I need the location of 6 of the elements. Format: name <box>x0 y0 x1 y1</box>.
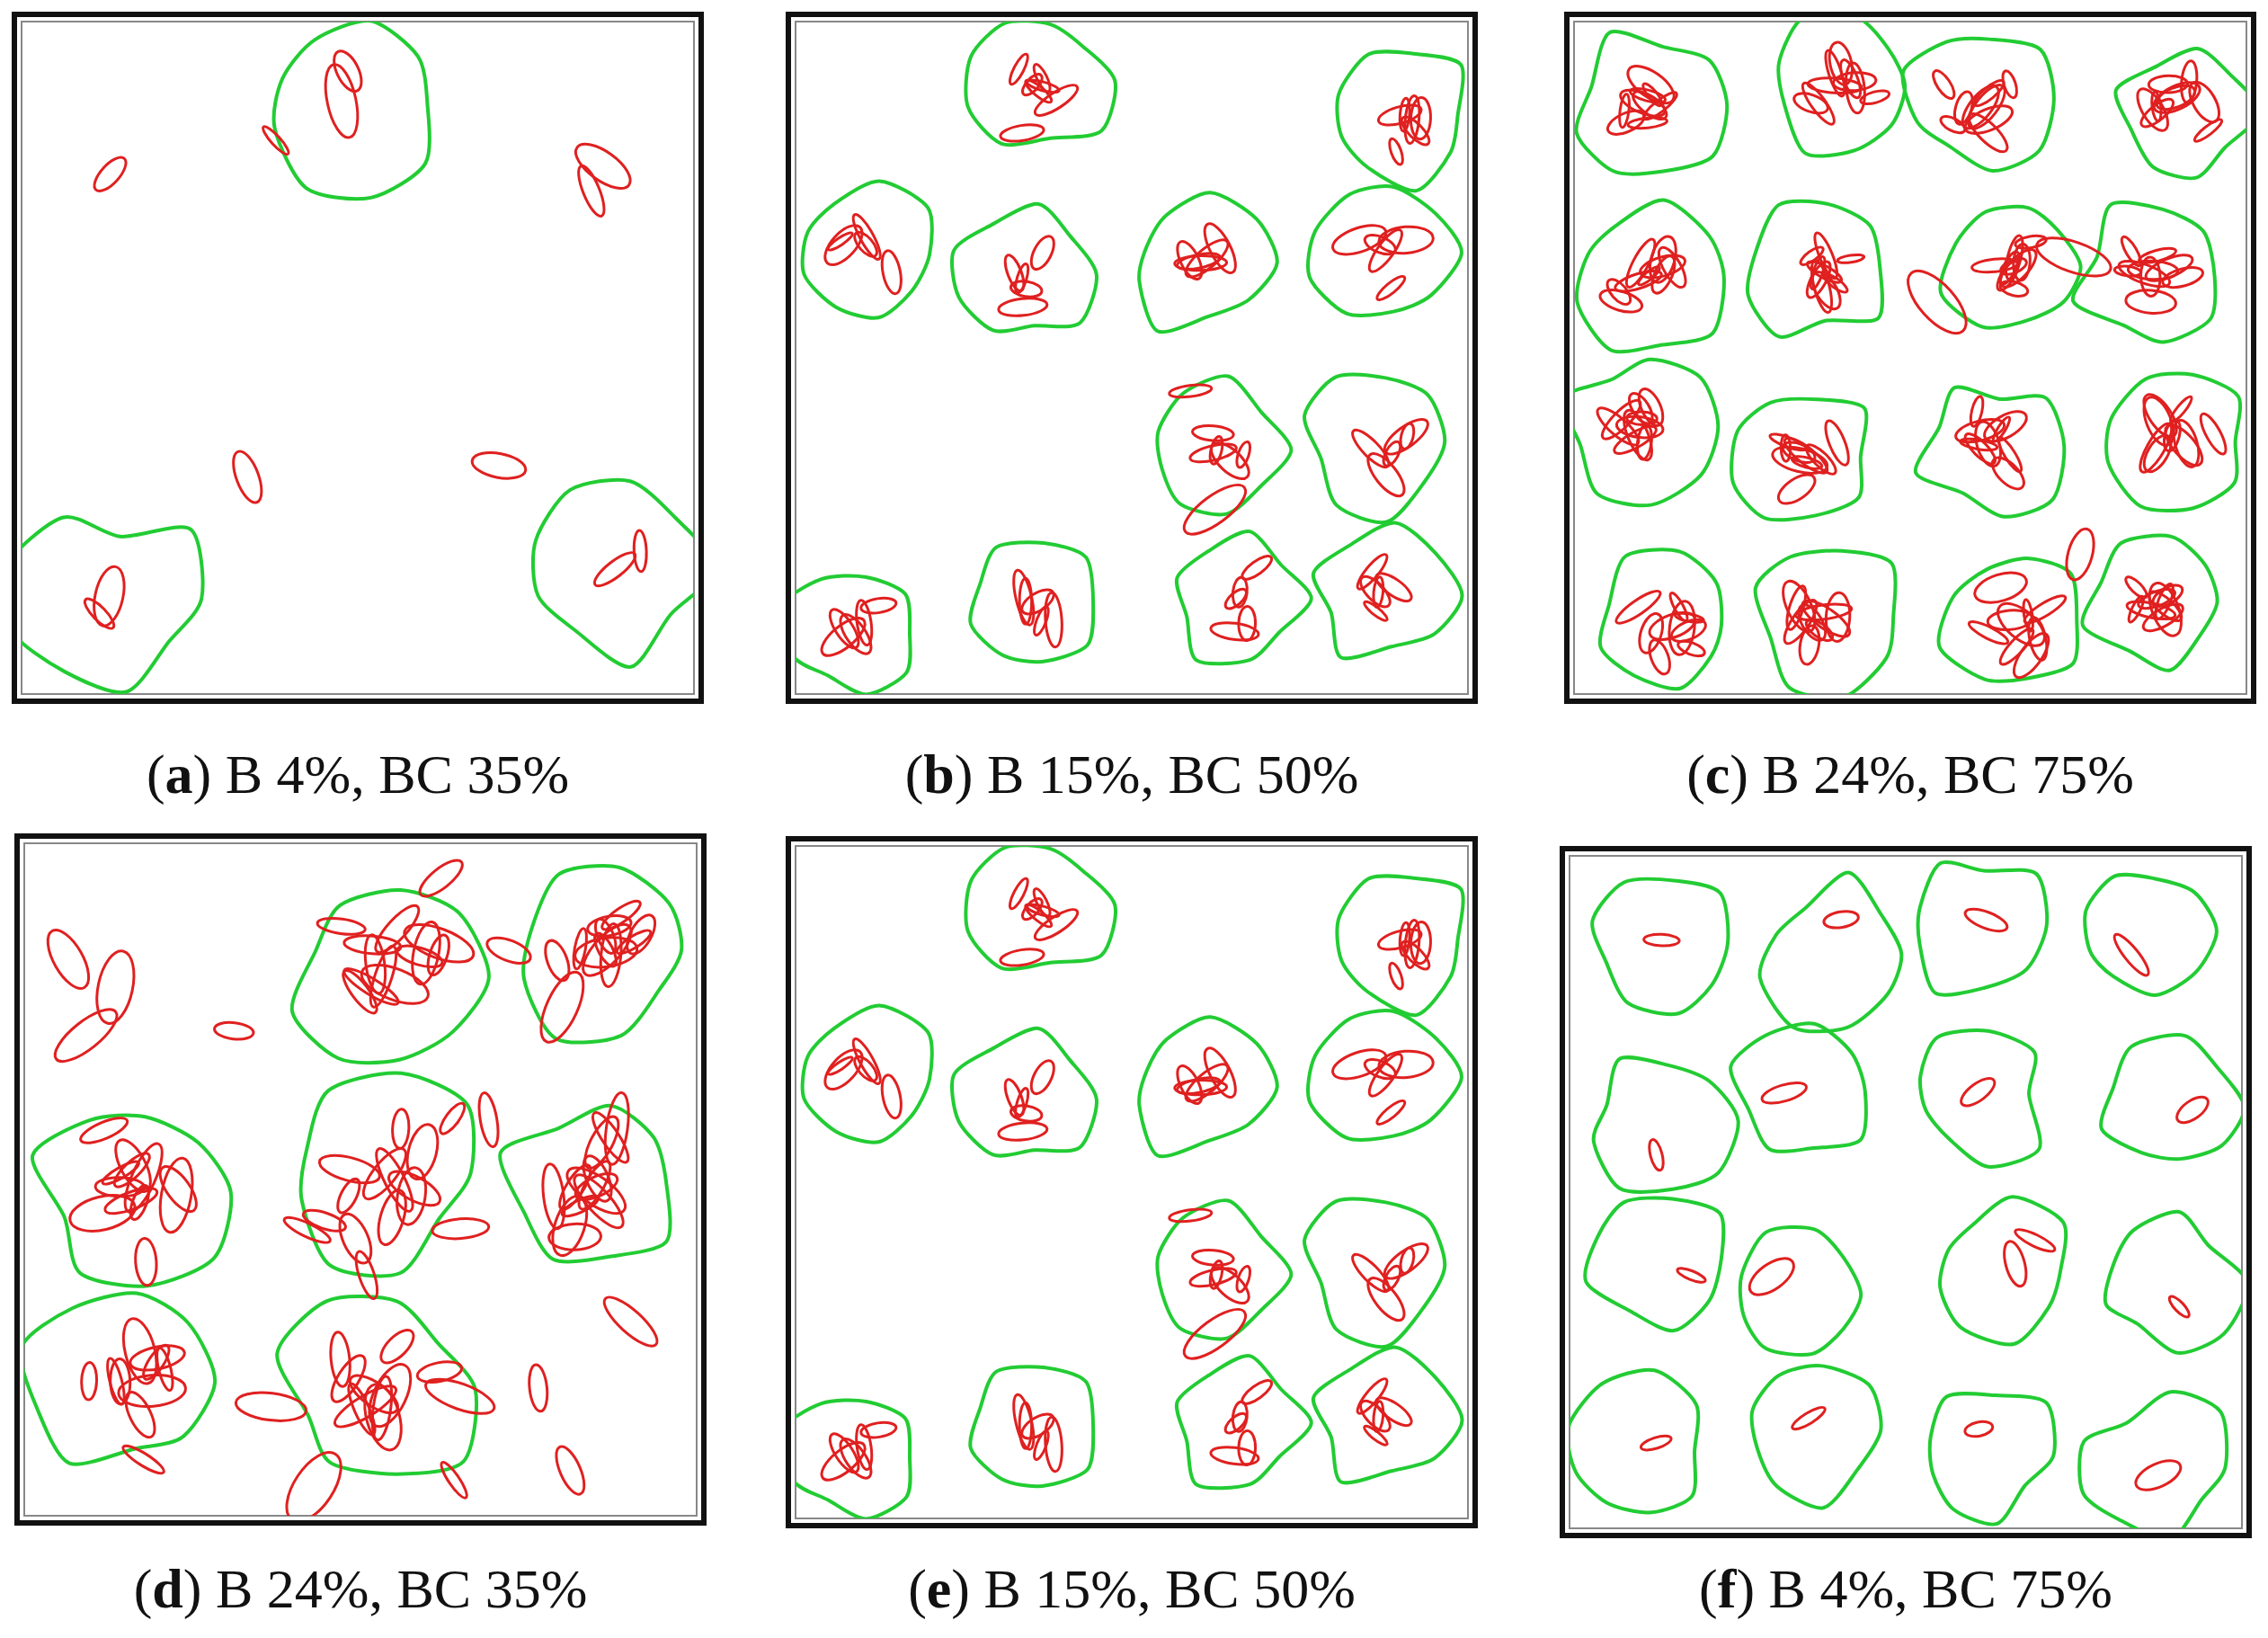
panel-caption: (a) B 4%, BC 35% <box>145 743 571 806</box>
panel-caption: (b) B 15%, BC 50% <box>903 743 1360 806</box>
panel-caption: (d) B 24%, BC 35% <box>132 1557 589 1621</box>
panel-caption: (f) B 4%, BC 75% <box>1698 1557 2113 1621</box>
panel-caption: (e) B 15%, BC 50% <box>907 1557 1356 1621</box>
panel-caption: (c) B 24%, BC 75% <box>1685 743 2135 806</box>
